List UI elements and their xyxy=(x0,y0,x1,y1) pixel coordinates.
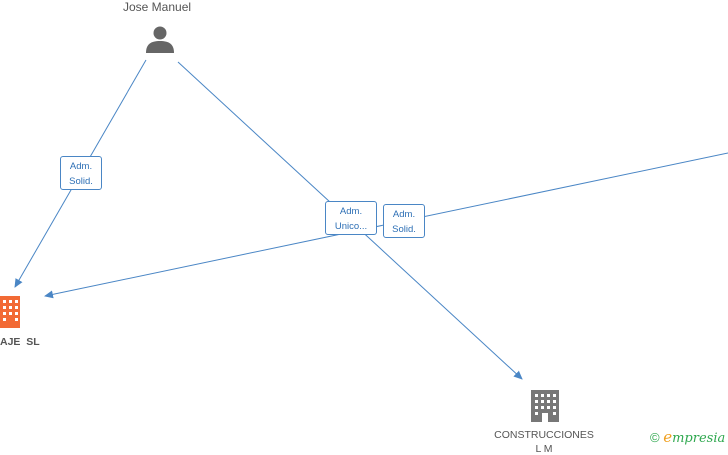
company-name-bottom-line1: CONSTRUCCIONES xyxy=(494,429,594,441)
company-name-left[interactable]: AJE SL xyxy=(0,336,40,348)
company-name-bottom[interactable]: CONSTRUCCIONES L M xyxy=(493,429,595,455)
copyright-notice: © empresia xyxy=(650,428,725,446)
edge-label-person-to-construcciones[interactable]: Adm. Unico... xyxy=(325,201,377,235)
building-icon[interactable] xyxy=(0,296,20,328)
edge-label-person-to-aje[interactable]: Adm. Solid. xyxy=(60,156,102,190)
copyright-symbol: © xyxy=(650,430,660,445)
edge-label-line1: Adm. xyxy=(339,206,363,217)
edge-label-line2: Solid. xyxy=(392,224,416,235)
edge-label-line1: Adm. xyxy=(392,209,416,220)
brand-logo: empresia xyxy=(663,428,726,446)
edge-label-offscreen-to-aje[interactable]: Adm. Solid. xyxy=(383,204,425,238)
edge-label-line1: Adm. xyxy=(69,161,93,172)
person-icon[interactable] xyxy=(146,26,174,54)
edge-label-line2: Solid. xyxy=(69,176,93,187)
edge-label-line2: Unico... xyxy=(334,221,368,232)
company-name-bottom-line2: L M xyxy=(535,443,553,455)
building-icon[interactable] xyxy=(531,390,559,422)
person-name[interactable]: Jose Manuel xyxy=(123,0,192,14)
